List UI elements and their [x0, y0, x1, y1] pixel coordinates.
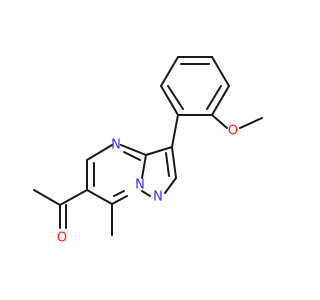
bond	[239, 117, 263, 129]
oxygen-atom-label: O	[228, 124, 238, 139]
double-bond-inner	[123, 151, 141, 161]
bond	[160, 56, 179, 87]
bond	[33, 189, 61, 206]
molecule-diagram: N N N O O	[33, 56, 263, 246]
double-bond-inner	[113, 190, 125, 197]
nitrogen-atom-label: N	[153, 190, 163, 205]
nitrogen-atom-label: N	[111, 138, 121, 153]
bond	[86, 144, 113, 161]
double-bond-inner	[167, 85, 184, 110]
bond	[211, 56, 230, 87]
bond	[141, 154, 147, 179]
oxygen-atom-label: O	[57, 231, 67, 246]
bond	[86, 189, 113, 205]
bond	[145, 146, 173, 156]
bond	[211, 85, 230, 116]
double-bond-inner	[165, 152, 170, 177]
bond	[59, 189, 88, 206]
structure-canvas: N N N O O	[33, 56, 263, 246]
bond	[120, 144, 147, 156]
bond	[111, 195, 128, 205]
bond	[164, 177, 177, 194]
bond	[171, 146, 177, 179]
nitrogen-atom-label: N	[135, 178, 145, 193]
double-bond-inner	[206, 85, 222, 110]
bond	[141, 190, 151, 197]
bond	[211, 114, 228, 129]
bond	[160, 85, 179, 116]
bond	[171, 114, 179, 148]
